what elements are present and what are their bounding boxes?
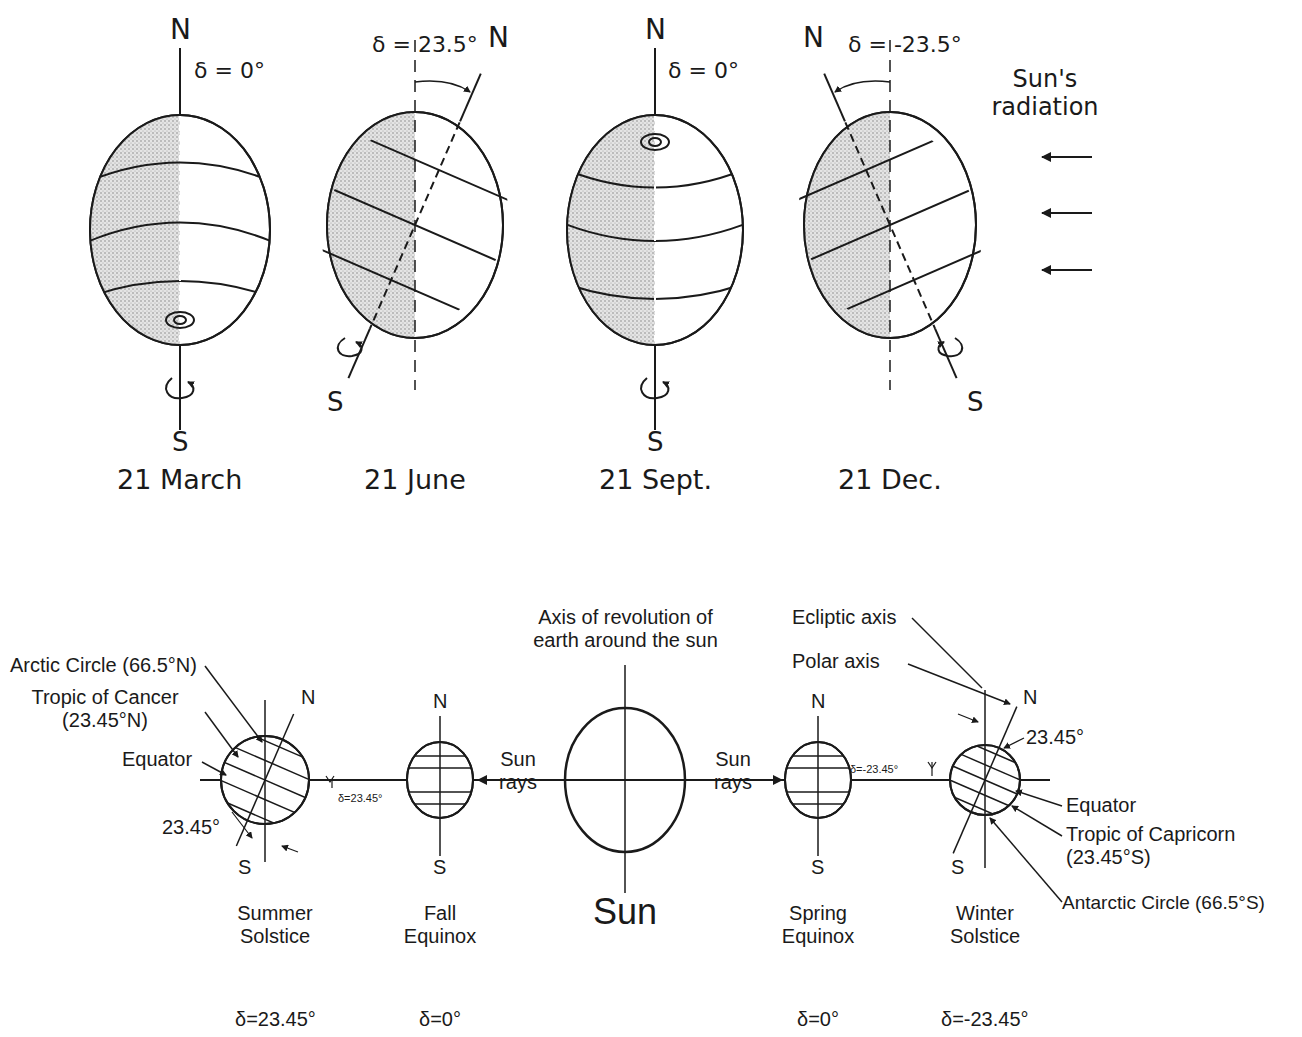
- diagram-label: Spring Equinox: [773, 902, 863, 948]
- diagram-label: N: [803, 22, 824, 54]
- diagram-label: N: [301, 686, 315, 709]
- diagram-label: δ = -23.5°: [848, 32, 962, 57]
- diagram-label: N: [170, 14, 191, 46]
- diagram-label: N: [433, 690, 447, 713]
- diagram-label: Sun rays: [703, 748, 763, 794]
- sun-label: Sun: [555, 892, 695, 932]
- diagram-label: 23.45°: [1026, 726, 1084, 749]
- diagram-label: δ=-23.45°: [850, 763, 898, 776]
- diagram-label: 21 Sept.: [599, 464, 712, 495]
- diagram-label: δ = 23.5°: [372, 32, 478, 57]
- diagram-label: S: [172, 428, 189, 458]
- diagram-label: δ = 0°: [668, 58, 739, 83]
- diagram-label: Arctic Circle (66.5°N): [10, 654, 197, 677]
- diagram-label: Sun rays: [488, 748, 548, 794]
- diagram-label: N: [645, 14, 666, 46]
- diagram-label: Winter Solstice: [940, 902, 1030, 948]
- diagram-label: Equator: [1066, 794, 1136, 817]
- diagram-label: Polar axis: [792, 650, 880, 673]
- diagram-label: Tropic of Capricorn (23.45°S): [1066, 823, 1256, 869]
- diagram-label: S: [811, 856, 824, 879]
- diagram-label: Equator: [122, 748, 192, 771]
- diagram-label: Axis of revolution of earth around the s…: [518, 606, 733, 652]
- diagram-label: S: [327, 388, 344, 418]
- diagram-label: S: [433, 856, 446, 879]
- diagram-label: 21 June: [364, 464, 466, 495]
- diagram-label: Sun's radiation: [985, 66, 1105, 121]
- sun-circle: Sun: [555, 704, 695, 932]
- diagram-label: N: [811, 690, 825, 713]
- diagram-label: δ=0°: [419, 1008, 461, 1031]
- diagram-label: Antarctic Circle (66.5°S): [1062, 892, 1265, 914]
- diagram-label: δ=23.45°: [338, 792, 382, 805]
- diagram-label: Ecliptic axis: [792, 606, 896, 629]
- diagram-label: 23.45°: [162, 816, 220, 839]
- diagram-label: Summer Solstice: [220, 902, 330, 948]
- diagram-label: Tropic of Cancer (23.45°N): [15, 686, 195, 732]
- diagram-label: 21 Dec.: [838, 464, 942, 495]
- diagram-label: S: [647, 428, 664, 458]
- diagram-label: S: [238, 856, 251, 879]
- sun-outline: [555, 704, 695, 856]
- diagram-label: S: [951, 856, 964, 879]
- diagram-label: 21 March: [117, 464, 242, 495]
- diagram-label: Fall Equinox: [400, 902, 480, 948]
- diagram-label: δ=0°: [797, 1008, 839, 1031]
- diagram-label: δ=-23.45°: [941, 1008, 1029, 1031]
- diagram-label: δ = 0°: [194, 58, 265, 83]
- diagram-label: S: [967, 388, 984, 418]
- diagram-label: δ=23.45°: [235, 1008, 316, 1031]
- diagram-label: N: [1023, 686, 1037, 709]
- diagram-label: N: [488, 22, 509, 54]
